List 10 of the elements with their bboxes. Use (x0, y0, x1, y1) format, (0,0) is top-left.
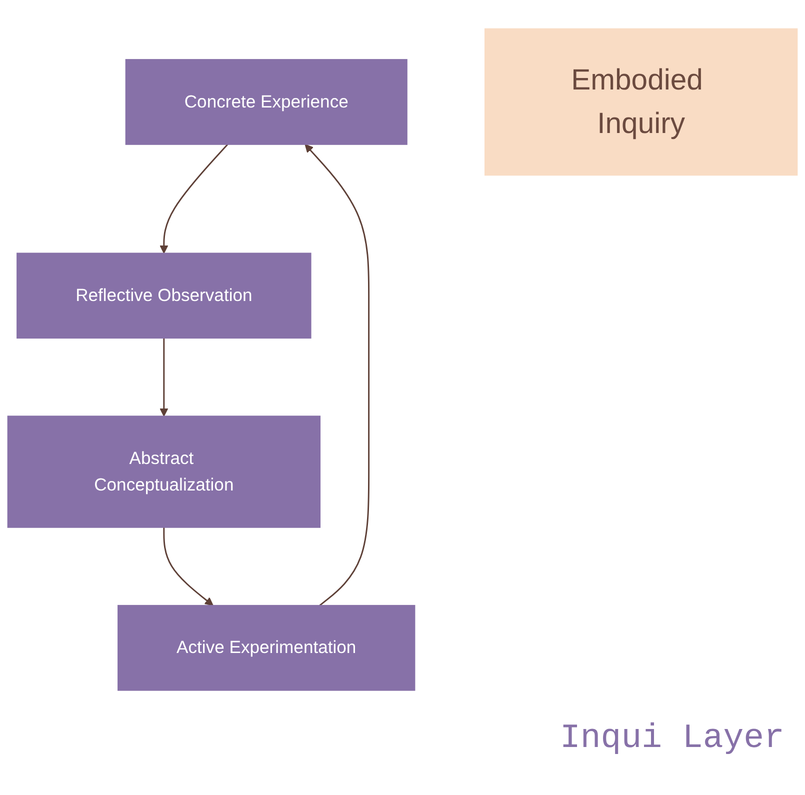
arrow (163, 528, 214, 606)
node-box: Embodied Inquiry (484, 28, 798, 176)
node-box: Abstract Conceptualization (7, 416, 321, 528)
node-box: Concrete Experience (125, 59, 408, 146)
arrow (160, 338, 168, 417)
node-box: Active Experimentation (118, 605, 416, 692)
layer-label: Inqui Layer (560, 720, 784, 758)
arrow (304, 144, 370, 606)
arrow (160, 144, 228, 254)
node-box: Reflective Observation (16, 253, 312, 340)
